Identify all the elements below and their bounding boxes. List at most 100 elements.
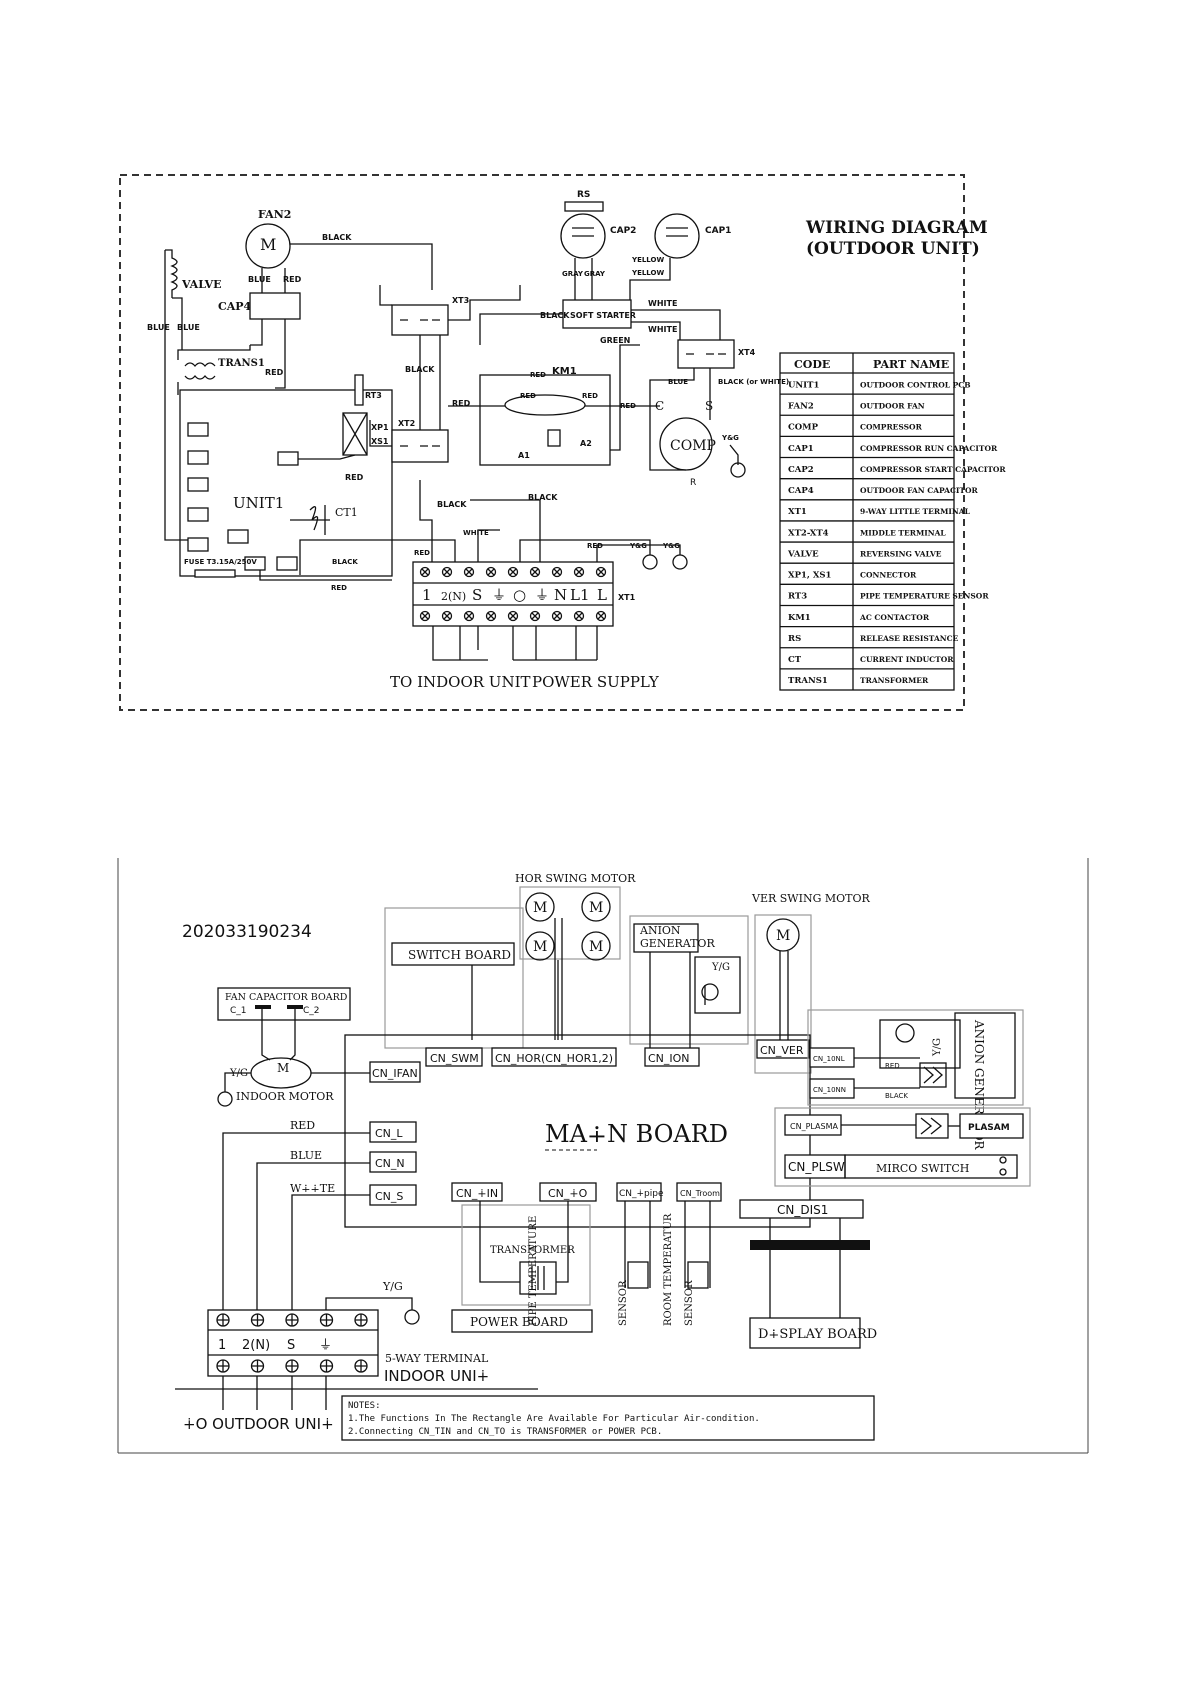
table-row-part-name: REVERSING VALVE [860, 549, 942, 558]
c2-label: C_2 [303, 1006, 320, 1016]
to-outdoor-unit-label: ∔O OUTDOOR UNI∔ [183, 1415, 334, 1433]
wire-blue-valve-b: BLUE [177, 323, 200, 332]
cn-hor-label: CN_HOR(CN_HOR1,2) [495, 1052, 613, 1065]
terminal-screw-icon [573, 610, 585, 622]
cn-n-connector[interactable] [369, 1151, 417, 1173]
rt3-sensor-icon [354, 374, 364, 406]
wire-red-trans1: RED [265, 368, 284, 377]
cn-n-label: CN_N [375, 1157, 405, 1170]
plasam-label: PLASAM [968, 1123, 1010, 1133]
cn-l-label: CN_L [375, 1127, 403, 1140]
wire-red-xt1-1: RED [414, 549, 430, 557]
table-row-code: CAP2 [788, 465, 814, 475]
power-supply-label: POWER SUPPLY [532, 673, 660, 691]
cn-l-connector[interactable] [369, 1121, 417, 1143]
wire-red-km1-b: RED [582, 392, 598, 400]
cap2-label: CAP2 [610, 226, 636, 236]
table-row-part-name: CONNECTOR [860, 571, 917, 580]
ground-icon-b [672, 554, 688, 570]
trans1-coil-bottom [184, 374, 216, 380]
unit1-connector-4 [187, 507, 209, 522]
wire-red-km1-a: RED [520, 392, 536, 400]
table-row-code: UNIT1 [788, 380, 819, 390]
fuse-label: FUSE T3.15A/250V [184, 558, 257, 566]
unit1-label: UNIT1 [233, 494, 284, 512]
wire-red-xt1-3: RED [331, 584, 347, 592]
anion-right-ground-icon [895, 1023, 915, 1043]
hor-motor-1-m: M [533, 900, 547, 916]
km1-a1: A1 [518, 451, 530, 460]
unit1-connector-9 [276, 556, 298, 571]
wire-gray-b: GRAY [584, 270, 606, 278]
wire-black-soft: BLACK [540, 311, 570, 320]
fuse-icon [194, 569, 236, 578]
switch-board-label: SWITCH BOARD [408, 948, 511, 962]
cap2-capacitor-icon [560, 213, 606, 259]
display-board-box [749, 1317, 861, 1349]
outdoor-subtitle: (OUTDOOR UNIT) [806, 239, 980, 259]
terminal-screw-icon [507, 566, 519, 578]
cn-tin-connector[interactable] [451, 1182, 503, 1202]
table-row-code: VALVE [787, 549, 819, 559]
terminal-ground-icon [404, 1309, 420, 1325]
hor-motor-3-icon [525, 931, 555, 961]
table-row-code: XT1 [788, 507, 807, 517]
ct1-icon [309, 506, 319, 531]
hor-motor-4-m: M [589, 939, 603, 955]
table-row-part-name: COMPRESSOR RUN CAPACITOR [860, 444, 998, 453]
indoor-unit-label: INDOOR UNI∔ [384, 1367, 489, 1385]
power-board-label: POWER BOARD [470, 1315, 568, 1329]
table-row-part-name: AC CONTACTOR [859, 613, 930, 622]
unit1-connector-2 [187, 450, 209, 465]
ct1-label: CT1 [335, 506, 358, 519]
table-row-part-name: OUTDOOR FAN CAPACITOR [860, 486, 979, 495]
cn-ifan-label: CN_IFAN [372, 1067, 418, 1080]
term-1-label: 1 [218, 1338, 226, 1353]
terminal-screw-icon [551, 566, 563, 578]
cn-ion-connector[interactable] [644, 1047, 700, 1067]
cn-swm-connector[interactable] [425, 1047, 483, 1067]
terminal-screw-icon [507, 610, 519, 622]
unit1-connector-8 [244, 556, 266, 571]
wire-white-xt1: WHITE [463, 529, 489, 537]
cn-ifan-connector[interactable] [369, 1061, 421, 1083]
mirco-switch-label: MIRCO SWITCH [876, 1162, 969, 1175]
cn-dis1-connector[interactable] [739, 1199, 864, 1219]
wire-blue-fan2: BLUE [248, 275, 271, 284]
terminal-screw-icon [573, 566, 585, 578]
cn-ver-label: CN_VER [760, 1044, 804, 1057]
five-way-terminal-label: 5-WAY TERMINAL [385, 1352, 489, 1365]
cn-hor-connector[interactable] [491, 1047, 617, 1067]
hor-motor-4-icon [581, 931, 611, 961]
unit1-connector-7 [227, 529, 249, 544]
comp-label: COMP [670, 438, 716, 454]
wire-black-or-white: BLACK (or WHITE) [718, 378, 789, 386]
cn-plsw-label: CN_PLSW [788, 1160, 845, 1174]
cn-ver-connector[interactable] [756, 1039, 810, 1059]
outdoor-title: WIRING DIAGRAM [805, 218, 988, 238]
anion-red-wire: RED [885, 1062, 900, 1070]
indoor-motor-label: INDOOR MOTOR [236, 1090, 334, 1103]
wire-yg-comp: Y&G [721, 434, 739, 442]
comp-ground-icon [730, 462, 746, 478]
table-row-code: FAN2 [788, 402, 814, 412]
wire-white-xt4: WHITE [648, 325, 677, 334]
term-ground-label: ⏚ [319, 1338, 332, 1353]
wire-red-fan2: RED [283, 275, 302, 284]
xt1-terminal-block: 1 2(N) S ⏚ ○ ⏚ N L1 L [412, 561, 614, 627]
hor-motor-3-m: M [533, 939, 547, 955]
terminal-screw-icon [419, 566, 431, 578]
ground-icon-a [642, 554, 658, 570]
trans1-coil-top [184, 362, 216, 368]
terminal-screw-icon [419, 610, 431, 622]
wire-white-label: W∔∔TE [290, 1182, 335, 1195]
cn-tpipe-connector[interactable] [616, 1182, 662, 1202]
table-row-part-name: OUTDOOR FAN [860, 402, 925, 411]
table-row-part-name: RELEASE RESISTANCE [860, 634, 959, 643]
terminal-screw-icon [485, 610, 497, 622]
cn-troom-connector[interactable] [676, 1182, 722, 1202]
xt1-term-1: 1 [422, 586, 432, 604]
unit1-connector-5 [187, 537, 209, 552]
